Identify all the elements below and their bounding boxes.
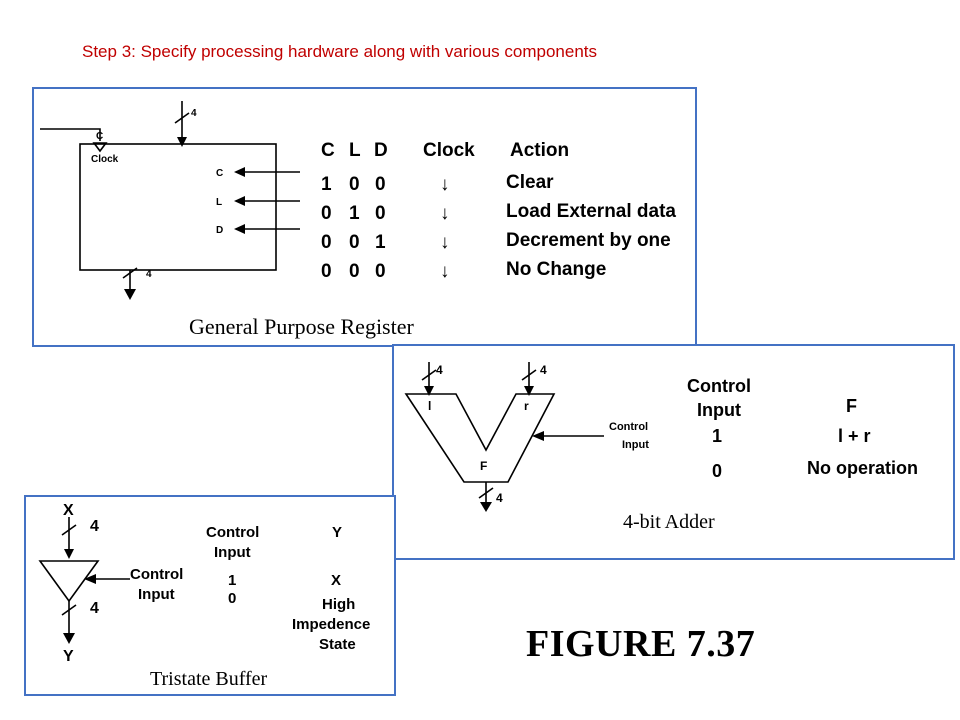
adder-header-control-1: Control bbox=[687, 376, 751, 396]
c-arrow-icon bbox=[234, 167, 245, 177]
buffer-row1-input: 1 bbox=[228, 572, 236, 589]
adder-header-f: F bbox=[846, 396, 857, 416]
row1-l: 0 bbox=[349, 174, 360, 195]
figure-label: FIGURE 7.37 bbox=[526, 623, 756, 665]
slide-heading: Step 3: Specify processing hardware alon… bbox=[82, 42, 598, 61]
clock-label: Clock bbox=[91, 154, 119, 165]
adder-row2-f: No operation bbox=[807, 458, 918, 478]
input-bus-width: 4 bbox=[191, 108, 197, 119]
row1-clock: ↓ bbox=[440, 174, 450, 195]
adder-row2-input: 0 bbox=[712, 461, 722, 481]
adder-panel: 4 4 4 l r F Control Input Control Input … bbox=[392, 344, 955, 560]
adder-control-arrow-icon bbox=[532, 431, 544, 441]
header-c: C bbox=[321, 140, 335, 161]
buffer-header-control-1: Control bbox=[206, 524, 259, 541]
clock-line bbox=[40, 128, 101, 141]
buffer-caption: Tristate Buffer bbox=[150, 668, 268, 690]
d-arrow-icon bbox=[234, 224, 245, 234]
pin-label-d: D bbox=[216, 225, 223, 236]
buffer-output-width: 4 bbox=[90, 600, 99, 617]
row4-d: 0 bbox=[375, 261, 386, 282]
register-caption: General Purpose Register bbox=[189, 314, 414, 339]
clock-triangle-icon bbox=[92, 142, 108, 153]
header-d: D bbox=[374, 140, 388, 161]
adder-header-control-2: Input bbox=[697, 400, 741, 420]
register-panel: C Clock 4 4 C L D C L D Clock Action 1 0… bbox=[32, 87, 697, 347]
buffer-triangle bbox=[38, 560, 100, 603]
buffer-input-arrow-icon bbox=[64, 549, 74, 559]
pin-label-l: L bbox=[216, 197, 222, 208]
buffer-control-label-1: Control bbox=[130, 566, 183, 583]
buffer-control-label-2: Input bbox=[138, 586, 175, 603]
clock-pin-label: C bbox=[96, 131, 103, 142]
header-clock: Clock bbox=[423, 140, 475, 161]
row4-c: 0 bbox=[321, 261, 332, 282]
buffer-control-arrow-icon bbox=[84, 574, 96, 584]
adder-body bbox=[404, 393, 556, 483]
adder-left-arrow-icon bbox=[424, 386, 434, 396]
row1-c: 1 bbox=[321, 174, 332, 195]
row2-d: 0 bbox=[375, 203, 386, 224]
row4-clock: ↓ bbox=[440, 261, 450, 282]
buffer-output-name: Y bbox=[63, 648, 74, 665]
row3-c: 0 bbox=[321, 232, 332, 253]
row4-l: 0 bbox=[349, 261, 360, 282]
register-diagram: C Clock 4 4 C L D C L D Clock Action 1 0… bbox=[40, 101, 676, 339]
row3-d: 1 bbox=[375, 232, 386, 253]
buffer-output-arrow-icon bbox=[63, 633, 75, 644]
adder-output-slash bbox=[478, 487, 494, 499]
pin-label-c: C bbox=[216, 168, 223, 179]
buffer-header-control-2: Input bbox=[214, 544, 251, 561]
adder-diagram: 4 4 4 l r F Control Input Control Input … bbox=[404, 362, 918, 533]
adder-right-port: r bbox=[524, 399, 529, 413]
output-bus-slash bbox=[122, 267, 138, 279]
buffer-panel: X 4 4 Y Control Input Control Input Y 1 … bbox=[24, 495, 396, 696]
output-bus-arrow-icon bbox=[124, 289, 136, 300]
row3-action: Decrement by one bbox=[506, 230, 671, 251]
buffer-row2-input: 0 bbox=[228, 590, 236, 607]
row2-clock: ↓ bbox=[440, 203, 450, 224]
header-action: Action bbox=[510, 140, 569, 161]
buffer-input-width: 4 bbox=[90, 518, 99, 535]
row2-l: 1 bbox=[349, 203, 360, 224]
header-l: L bbox=[349, 140, 361, 161]
adder-caption: 4-bit Adder bbox=[623, 511, 715, 533]
row3-clock: ↓ bbox=[440, 232, 450, 253]
buffer-diagram: X 4 4 Y Control Input Control Input Y 1 … bbox=[38, 502, 370, 690]
register-box bbox=[79, 143, 277, 271]
buffer-output-slash bbox=[61, 604, 77, 616]
input-bus-arrow-icon bbox=[177, 137, 187, 147]
row1-action: Clear bbox=[506, 172, 554, 193]
adder-left-input-slash bbox=[421, 369, 437, 381]
adder-output-width: 4 bbox=[496, 491, 503, 505]
row2-action: Load External data bbox=[506, 201, 676, 222]
buffer-input-slash bbox=[61, 524, 77, 536]
row4-action: No Change bbox=[506, 259, 606, 280]
adder-right-input-slash bbox=[521, 369, 537, 381]
buffer-row2-y-2: Impedence bbox=[292, 616, 370, 633]
output-bus-width: 4 bbox=[146, 269, 152, 280]
adder-output-port: F bbox=[480, 459, 487, 473]
adder-row1-f: l + r bbox=[838, 426, 871, 446]
buffer-row2-y-1: High bbox=[322, 596, 355, 613]
adder-control-label-1: Control bbox=[609, 421, 648, 433]
row1-d: 0 bbox=[375, 174, 386, 195]
adder-row1-input: 1 bbox=[712, 426, 722, 446]
buffer-header-y: Y bbox=[332, 524, 342, 541]
adder-right-arrow-icon bbox=[524, 386, 534, 396]
adder-left-port: l bbox=[428, 399, 431, 413]
adder-left-width: 4 bbox=[436, 363, 443, 377]
l-arrow-icon bbox=[234, 196, 245, 206]
adder-output-arrow-icon bbox=[480, 502, 492, 512]
row3-l: 0 bbox=[349, 232, 360, 253]
buffer-row1-y: X bbox=[331, 572, 341, 589]
adder-control-label-2: Input bbox=[622, 439, 649, 451]
input-bus-slash bbox=[174, 112, 190, 124]
buffer-input-name: X bbox=[63, 502, 74, 519]
adder-right-width: 4 bbox=[540, 363, 547, 377]
row2-c: 0 bbox=[321, 203, 332, 224]
buffer-row2-y-3: State bbox=[319, 636, 356, 653]
